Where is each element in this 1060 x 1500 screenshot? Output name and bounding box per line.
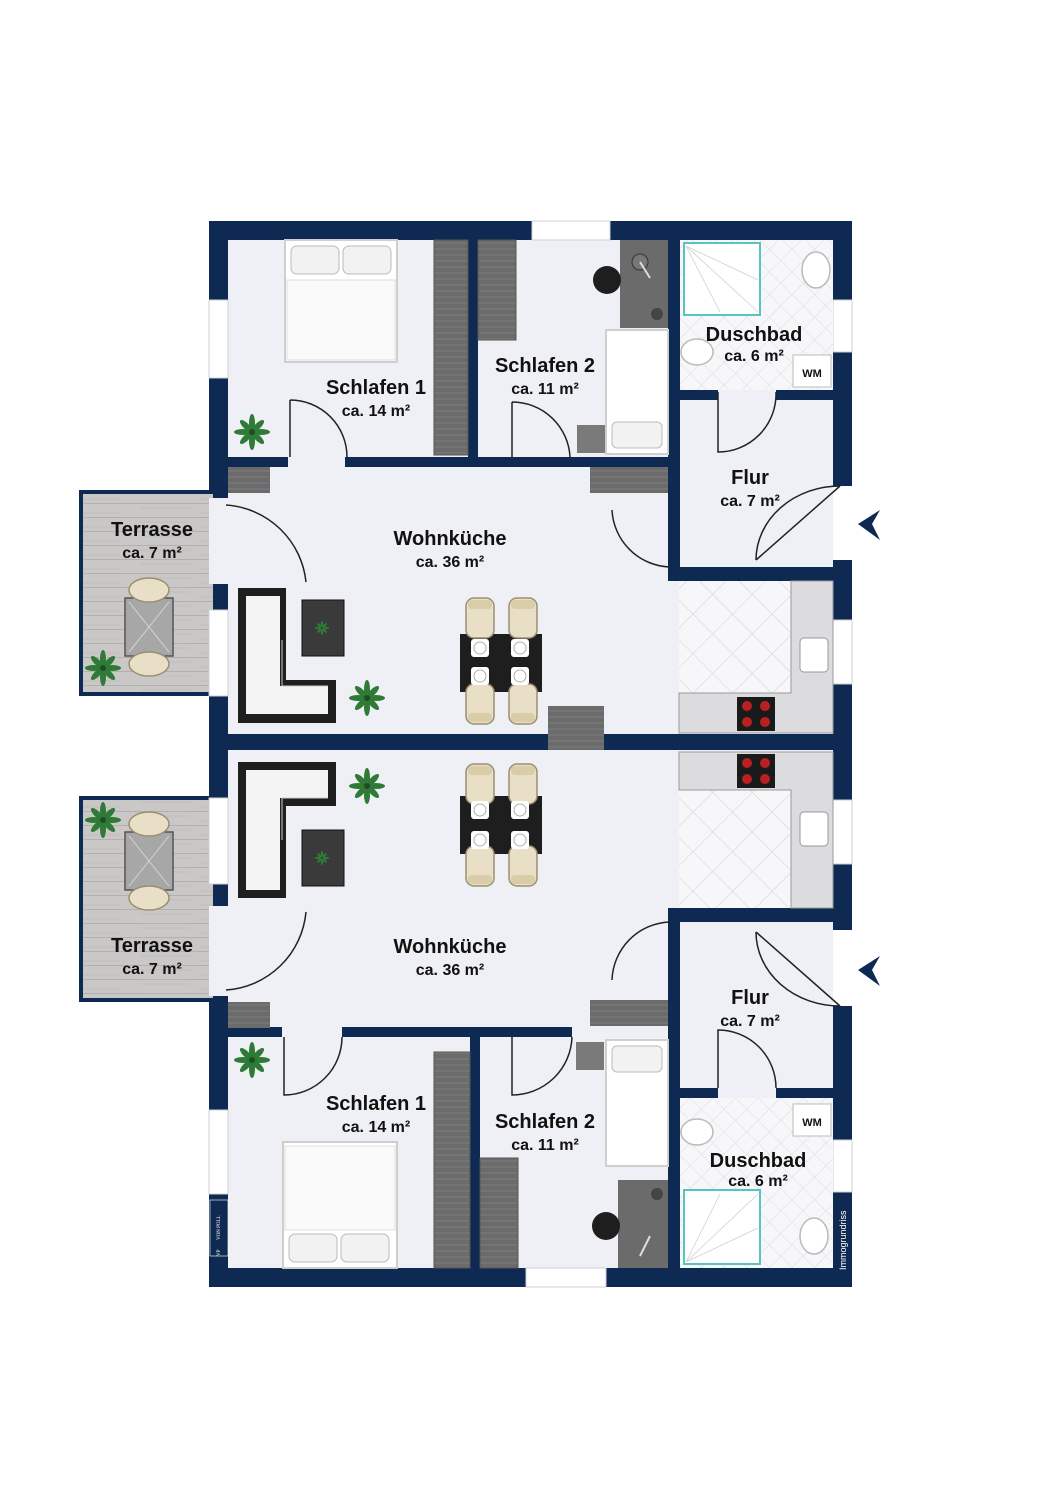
room-area-flur: ca. 7 m² bbox=[720, 1013, 780, 1030]
room-name-duschbad: Duschbad bbox=[706, 324, 803, 346]
room-area-duschbad: ca. 6 m² bbox=[728, 1173, 788, 1190]
room-name-schlafen1: Schlafen 1 bbox=[326, 1093, 426, 1115]
toilet-icon bbox=[799, 1217, 829, 1255]
wm-label: WM bbox=[802, 368, 822, 380]
room-name-wohnkueche: Wohnküche bbox=[394, 936, 507, 958]
entrance-arrow-icon bbox=[858, 956, 880, 986]
room-name-terrasse: Terrasse bbox=[111, 935, 193, 957]
watermark: Immogrundriss bbox=[838, 1210, 848, 1270]
interior-walls-2 bbox=[228, 908, 836, 1268]
duschbad-2: WM bbox=[680, 1098, 833, 1268]
room-name-schlafen1: Schlafen 1 bbox=[326, 377, 426, 399]
schlafen1-furniture-1 bbox=[234, 239, 469, 456]
room-name-schlafen2: Schlafen 2 bbox=[495, 355, 595, 377]
windows-1 bbox=[208, 220, 853, 697]
room-area-wohnkueche: ca. 36 m² bbox=[416, 554, 484, 571]
terrace-2 bbox=[79, 796, 217, 1002]
washing-machine bbox=[792, 354, 832, 388]
room-area-schlafen2: ca. 11 m² bbox=[511, 1137, 579, 1154]
room-name-schlafen2: Schlafen 2 bbox=[495, 1111, 595, 1133]
door-swings-1 bbox=[225, 391, 841, 583]
kitchen-2 bbox=[678, 751, 834, 909]
door-swings-2 bbox=[225, 911, 841, 1096]
unit-1: WM bbox=[79, 220, 880, 746]
unit-2: WM bbox=[79, 750, 880, 1288]
sink-icon bbox=[799, 637, 829, 673]
room-labels-1: Schlafen 1 ca. 14 m² Schlafen 2 ca. 11 m… bbox=[111, 324, 802, 571]
logo-mark: VP bbox=[217, 1249, 222, 1256]
room-name-terrasse: Terrasse bbox=[111, 519, 193, 541]
schlafen2-furniture-2 bbox=[479, 1000, 669, 1269]
washing-machine bbox=[792, 1103, 832, 1137]
interior-walls-1 bbox=[228, 240, 836, 581]
duschbad-1: WM bbox=[680, 240, 833, 390]
room-labels-2: Schlafen 1 ca. 14 m² Schlafen 2 ca. 11 m… bbox=[111, 935, 806, 1190]
schlafen2-furniture-1 bbox=[477, 239, 669, 493]
room-area-terrasse: ca. 7 m² bbox=[122, 961, 182, 978]
wm-label: WM bbox=[802, 1117, 822, 1129]
sink-icon bbox=[680, 338, 714, 366]
kitchen-1 bbox=[678, 580, 834, 734]
sink-icon bbox=[799, 811, 829, 847]
room-area-wohnkueche: ca. 36 m² bbox=[416, 962, 484, 979]
toilet-icon bbox=[801, 251, 831, 289]
room-area-schlafen2: ca. 11 m² bbox=[511, 381, 579, 398]
entrance-opening-2 bbox=[833, 930, 852, 1006]
stove-icon bbox=[737, 754, 775, 788]
room-name-wohnkueche: Wohnküche bbox=[394, 528, 507, 550]
logo-text: VON POLL bbox=[217, 1215, 222, 1240]
windows-2 bbox=[208, 797, 853, 1288]
entrance-arrow-icon bbox=[858, 510, 880, 540]
room-name-flur: Flur bbox=[731, 467, 769, 489]
room-area-schlafen1: ca. 14 m² bbox=[342, 403, 410, 420]
entrance-opening-1 bbox=[833, 486, 852, 560]
sink-icon bbox=[680, 1118, 714, 1146]
terrace-1 bbox=[79, 490, 217, 696]
unit-separator-wall bbox=[209, 734, 852, 750]
logo: VP VON POLL bbox=[209, 1199, 229, 1257]
room-area-terrasse: ca. 7 m² bbox=[122, 545, 182, 562]
room-area-duschbad: ca. 6 m² bbox=[724, 348, 784, 365]
room-name-duschbad: Duschbad bbox=[710, 1150, 807, 1172]
stove-icon bbox=[737, 697, 775, 731]
living-furniture-2 bbox=[238, 762, 542, 898]
room-area-flur: ca. 7 m² bbox=[720, 493, 780, 510]
living-furniture-1 bbox=[228, 467, 542, 725]
room-area-schlafen1: ca. 14 m² bbox=[342, 1119, 410, 1136]
schlafen1-furniture-2 bbox=[228, 1002, 471, 1269]
room-name-flur: Flur bbox=[731, 987, 769, 1009]
